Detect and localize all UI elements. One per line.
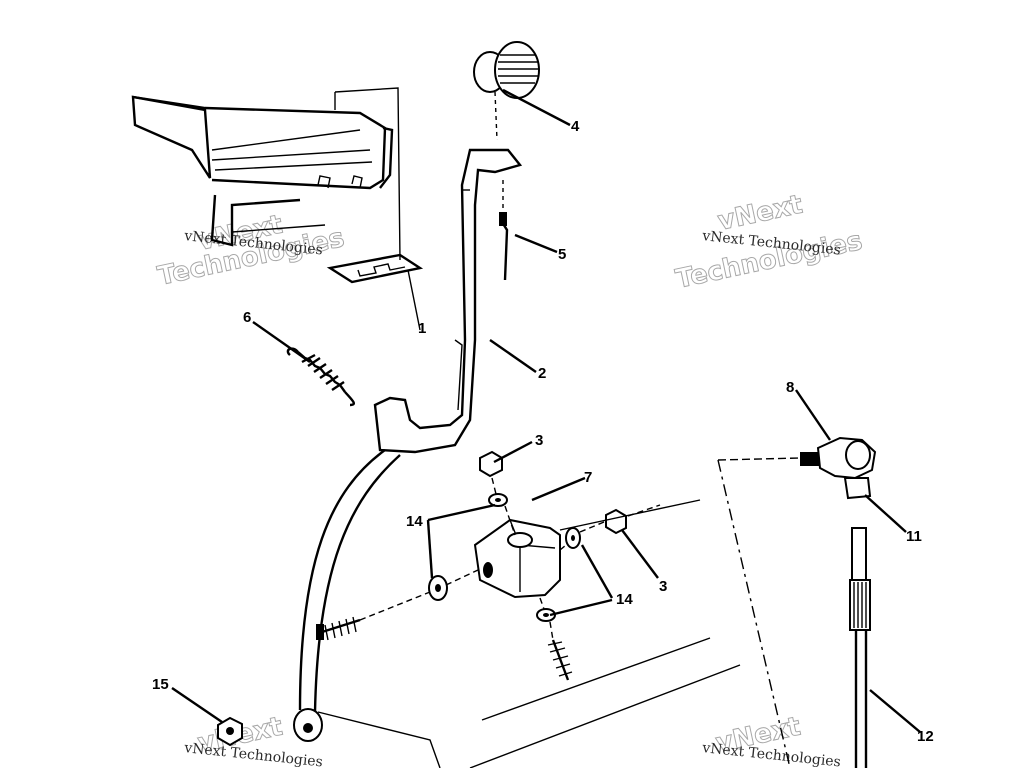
watermark-bottom-right: vNext vNext Technologies [701,711,842,768]
callout-label-3-top: 3 [535,432,543,449]
part-6-spring [286,347,355,407]
part-5-pin [499,180,509,281]
part-7-block [473,518,561,599]
callout-labels: 1 2 3 3 4 5 6 7 8 11 12 14 14 15 [152,118,934,745]
washer-14-left [428,575,448,601]
washer-14-bottom [536,608,556,622]
callout-label-2: 2 [538,365,546,382]
nut-15 [217,716,243,747]
bolt-bottom [547,639,573,681]
callout-label-12: 12 [917,728,934,745]
nut-3-top [479,450,503,478]
nut-3-right [605,508,627,535]
watermark-top-left: vNext Technologies vNext Technologies [155,209,348,292]
callout-label-6: 6 [243,309,251,326]
washer-14-right [565,527,581,549]
callout-label-11: 11 [906,528,922,545]
part-1-bracket [131,87,424,331]
watermark-top-right: vNext Technologies vNext Technologies [673,189,866,295]
callout-label-15: 15 [152,676,169,693]
bolt-left [316,616,361,641]
callout-leaders [171,88,921,733]
callout-label-3-right: 3 [659,578,667,595]
callout-label-14-right: 14 [616,591,633,608]
callout-label-7: 7 [584,469,592,486]
part-8-ball-joint [717,436,877,768]
base-plate-outline [317,499,741,768]
part-12-shaft [849,527,871,768]
callout-label-14-left: 14 [406,513,423,530]
part-2-lever-arm [293,148,523,742]
callout-label-8: 8 [786,379,794,396]
callout-label-5: 5 [558,246,566,263]
washer-14-top [488,493,508,507]
callout-label-4: 4 [571,118,580,135]
part-4-knob [473,41,540,141]
callout-label-1: 1 [418,320,426,337]
